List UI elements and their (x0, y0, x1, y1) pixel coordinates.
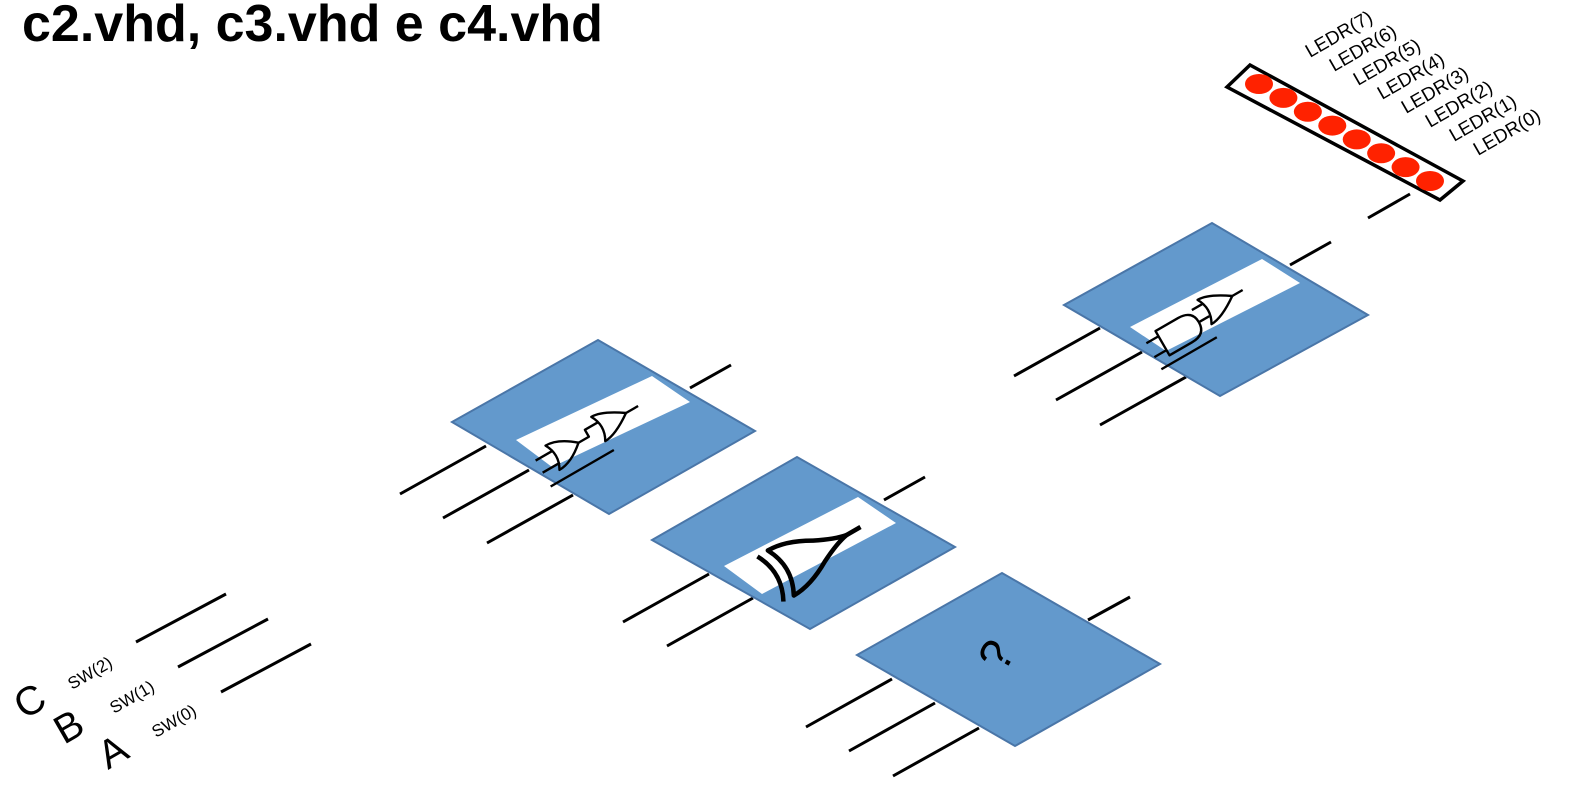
switch-label-sw0: SW(0) (149, 701, 200, 742)
or-or-gate-icon (535, 404, 639, 488)
led-2 (1367, 143, 1396, 164)
page-title: c2.vhd, c3.vhd e c4.vhd (22, 0, 603, 53)
switch-label-sw1: SW(1) (107, 677, 158, 718)
led-bar (1224, 62, 1467, 220)
and-or-gate-icon (1145, 288, 1244, 371)
led-0 (1416, 171, 1444, 191)
xor-circuit-block (622, 455, 958, 648)
led-3 (1342, 129, 1371, 150)
switch-label-sw2: SW(2) (65, 653, 116, 694)
led-7 (1245, 74, 1273, 94)
xor-gate-icon (756, 525, 862, 602)
led-5 (1293, 101, 1322, 122)
and-or-circuit-block (1013, 221, 1371, 427)
or-or-circuit-block (399, 338, 758, 545)
input-letter-a: A (91, 726, 136, 778)
unknown-circuit-block: ? (805, 571, 1163, 778)
input-letter-c: C (7, 675, 54, 728)
input-letter-b: B (47, 701, 92, 752)
led-4 (1318, 115, 1347, 136)
led-1 (1391, 157, 1420, 178)
input-switches: SW(2) SW(1) SW(0) C B A (7, 592, 312, 778)
led-6 (1269, 87, 1298, 108)
